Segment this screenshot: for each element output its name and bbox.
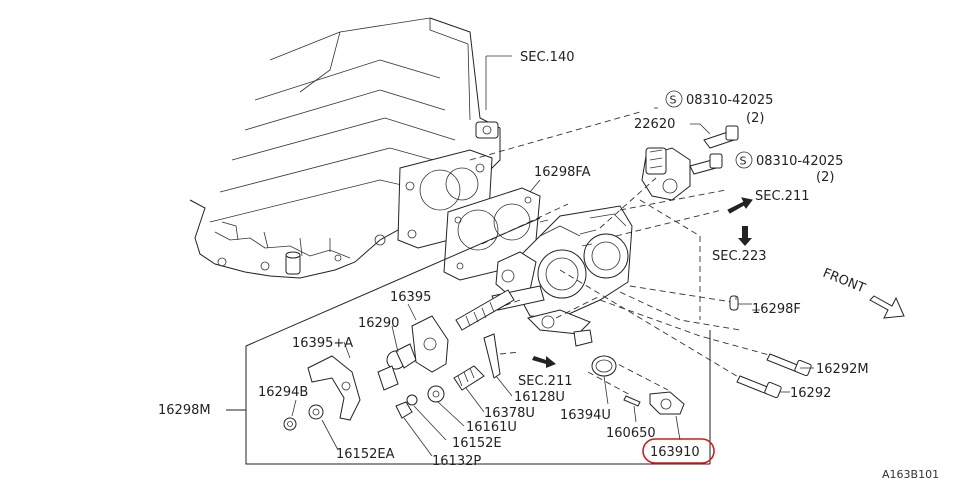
part-labels: SEC.140 SEC.211 SEC.223 SEC.211 FRONT S … (158, 50, 939, 480)
arrow-sec211-mid (532, 356, 556, 368)
s-symbol-icon (665, 90, 683, 108)
arrow-sec223 (738, 226, 752, 246)
s-symbol-a: S (670, 94, 677, 107)
leader-lines (291, 55, 814, 457)
label-16132P[interactable]: 16132P (432, 454, 481, 469)
label-16152E[interactable]: 16152E (452, 436, 502, 451)
label-16294B[interactable]: 16294B (258, 385, 308, 400)
highlight-163910 (642, 438, 715, 464)
label-sec211-mid[interactable]: SEC.211 (518, 374, 573, 389)
label-160650[interactable]: 160650 (606, 426, 656, 441)
label-16152EA[interactable]: 16152EA (336, 447, 395, 462)
label-163910[interactable]: 163910 (650, 445, 700, 460)
diagram-code: A163B101 (882, 468, 939, 480)
label-16378U[interactable]: 16378U (484, 406, 535, 421)
linkage-parts (283, 289, 685, 431)
label-front: FRONT (821, 266, 868, 297)
label-sec211-top[interactable]: SEC.211 (755, 189, 810, 204)
label-16292[interactable]: 16292 (790, 386, 831, 401)
label-16298FA[interactable]: 16298FA (534, 165, 591, 180)
label-16298F[interactable]: 16298F (752, 302, 801, 317)
label-16395A[interactable]: 16395+A (292, 336, 353, 351)
label-22620[interactable]: 22620 (634, 117, 675, 132)
arrows (532, 197, 905, 368)
label-08310-b-qty: (2) (816, 170, 834, 185)
label-16292M[interactable]: 16292M (816, 362, 869, 377)
label-sec223[interactable]: SEC.223 (712, 249, 767, 264)
label-sec140[interactable]: SEC.140 (520, 50, 575, 65)
label-16128U[interactable]: 16128U (514, 390, 565, 405)
label-16290[interactable]: 16290 (358, 316, 399, 331)
throttle-sensor-22620 (641, 125, 739, 201)
label-16298M[interactable]: 16298M (158, 403, 211, 418)
label-16395[interactable]: 16395 (390, 290, 431, 305)
s-symbol-icon (735, 151, 753, 169)
label-08310-b[interactable]: 08310-42025 (756, 154, 843, 169)
s-symbol-b: S (740, 155, 747, 168)
label-08310-a-qty: (2) (746, 111, 764, 126)
bolts-right (729, 295, 812, 399)
label-16394U[interactable]: 16394U (560, 408, 611, 423)
front-arrow-icon (869, 295, 905, 319)
label-08310-a[interactable]: 08310-42025 (686, 93, 773, 108)
arrow-sec211-top (727, 197, 753, 214)
label-16161U[interactable]: 16161U (466, 420, 517, 435)
